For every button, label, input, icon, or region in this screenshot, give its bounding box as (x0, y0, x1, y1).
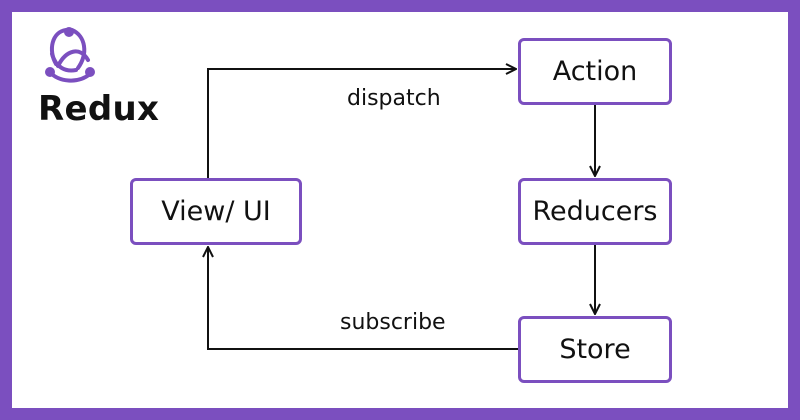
edge-label-subscribe: subscribe (340, 310, 446, 335)
node-view-ui: View/ UI (130, 178, 302, 245)
connector-lines (12, 12, 788, 350)
redux-logo-icon (45, 27, 95, 83)
node-store: Store (518, 316, 672, 383)
edge-subscribe-line (208, 247, 518, 350)
node-reducers: Reducers (518, 178, 672, 245)
edge-dispatch-line (207, 69, 516, 178)
node-action: Action (518, 38, 672, 105)
redux-logo-text: Redux (38, 89, 160, 129)
edge-label-dispatch: dispatch (347, 86, 441, 111)
